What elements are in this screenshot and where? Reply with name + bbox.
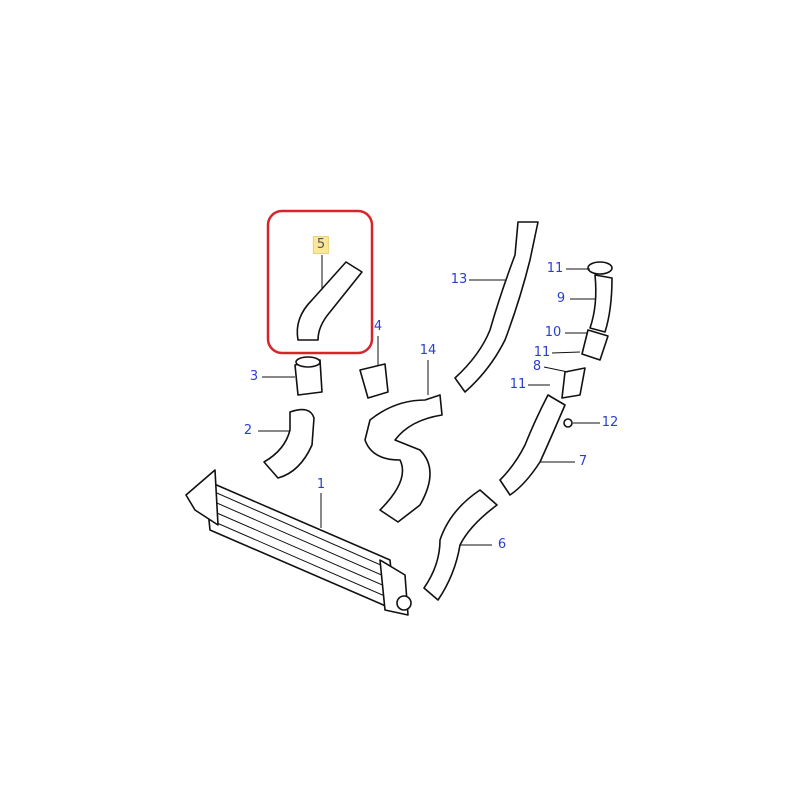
label-4[interactable]: 4 bbox=[373, 319, 383, 334]
label-8[interactable]: 8 bbox=[532, 359, 542, 374]
part-6-hose bbox=[423, 489, 498, 601]
part-2-hose bbox=[263, 408, 315, 479]
label-10[interactable]: 10 bbox=[544, 325, 562, 340]
label-14[interactable]: 14 bbox=[419, 343, 437, 358]
label-12[interactable]: 12 bbox=[601, 415, 619, 430]
label-11-top[interactable]: 11 bbox=[546, 261, 564, 276]
part-10-connector bbox=[581, 329, 609, 361]
part-1-intercooler bbox=[185, 469, 412, 616]
part-5-hose bbox=[296, 261, 363, 341]
part-7-hose bbox=[499, 394, 566, 496]
label-11-middle[interactable]: 11 bbox=[533, 345, 551, 360]
part-9-pipe bbox=[589, 274, 613, 333]
label-6[interactable]: 6 bbox=[497, 537, 507, 552]
label-5-highlighted[interactable]: 5 bbox=[312, 236, 330, 254]
highlight-box bbox=[266, 209, 374, 355]
part-14-pipe bbox=[364, 394, 443, 523]
label-9[interactable]: 9 bbox=[556, 291, 566, 306]
label-13[interactable]: 13 bbox=[450, 272, 468, 287]
label-2[interactable]: 2 bbox=[243, 423, 253, 438]
label-7[interactable]: 7 bbox=[578, 454, 588, 469]
part-4-sensor bbox=[359, 363, 389, 399]
label-3[interactable]: 3 bbox=[249, 369, 259, 384]
label-11-bottom[interactable]: 11 bbox=[509, 377, 527, 392]
part-13-pipe bbox=[454, 221, 539, 393]
part-12-bolt bbox=[563, 418, 573, 428]
label-1[interactable]: 1 bbox=[316, 477, 326, 492]
part-8-connector bbox=[561, 367, 586, 399]
